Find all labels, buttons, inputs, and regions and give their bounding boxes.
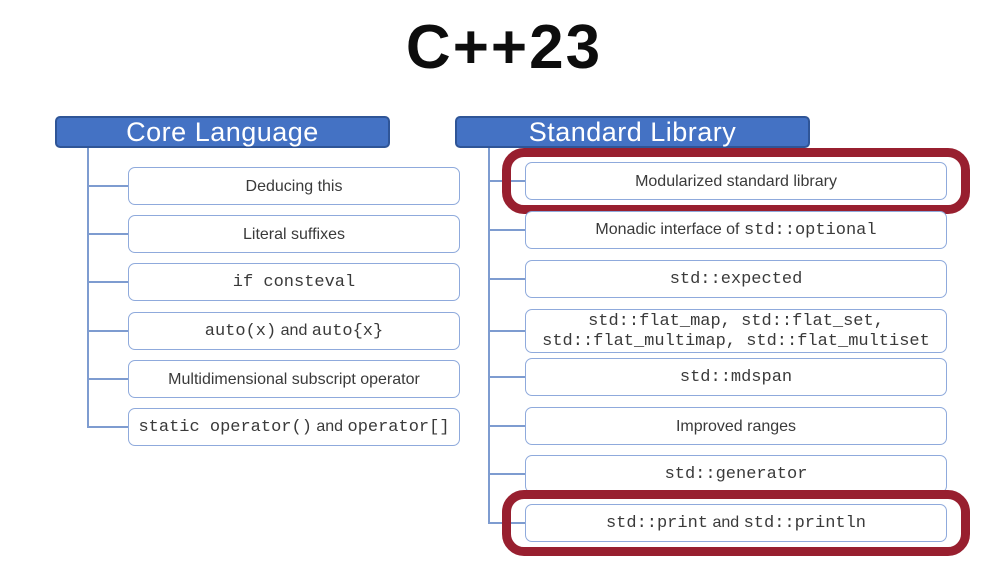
connector-hline [488,180,525,182]
feature-box: Modularized standard library [525,162,947,200]
text-segment: Improved ranges [675,417,797,435]
connector-hline [87,330,128,332]
feature-box: Improved ranges [525,407,947,445]
feature-box: std::print and std::println [525,504,947,542]
text-segment: and [276,322,312,339]
branch-header: Standard Library [455,116,810,148]
text-segment: Monadic interface of [595,221,744,238]
text-segment: std::flat_map, std::flat_set, [588,312,884,331]
connector-hline [87,233,128,235]
text-segment: Modularized standard library [635,172,837,190]
feature-text-line: Improved ranges [676,417,796,436]
feature-box: std::mdspan [525,358,947,396]
text-segment: std::expected [669,270,803,289]
connector-hline [488,473,525,475]
feature-box: Deducing this [128,167,460,205]
feature-text-line: std::flat_map, std::flat_set, [588,311,884,331]
text-segment: std::println [743,514,867,533]
feature-text-line: Deducing this [246,177,343,196]
diagram-title: C++23 [405,13,603,82]
text-segment: auto{x} [311,322,384,341]
feature-box: std::flat_map, std::flat_set,std::flat_m… [525,309,947,353]
text-segment: and [311,418,348,435]
text-segment: Deducing this [245,177,343,195]
feature-text-line: if consteval [233,272,355,292]
text-segment: Literal suffixes [243,225,345,243]
connector-vline [488,148,490,523]
feature-text-line: std::generator [665,464,808,484]
feature-box: Literal suffixes [128,215,460,253]
connector-hline [87,378,128,380]
feature-box: Multidimensional subscript operator [128,360,460,398]
text-segment: static operator() [138,418,312,437]
feature-text-line: std::print and std::println [606,513,866,533]
feature-text-line: std::mdspan [680,367,792,387]
text-segment: std::flat_multimap, std::flat_multiset [542,332,930,351]
text-segment: operator[] [347,418,450,437]
text-segment: if consteval [232,273,356,292]
connector-hline [488,522,525,524]
feature-text-line: auto(x) and auto{x} [205,321,383,341]
connector-hline [87,281,128,283]
feature-box: std::generator [525,455,947,493]
connector-hline [488,376,525,378]
feature-text-line: Literal suffixes [243,225,345,244]
connector-hline [87,185,128,187]
text-segment: auto(x) [204,322,277,341]
feature-text-line: std::flat_multimap, std::flat_multiset [542,331,930,351]
connector-hline [488,229,525,231]
feature-box: std::expected [525,260,947,298]
feature-box: static operator() and operator[] [128,408,460,446]
feature-box: if consteval [128,263,460,301]
feature-text-line: Modularized standard library [635,172,837,191]
feature-text-line: std::expected [670,269,803,289]
branch-header: Core Language [55,116,390,148]
text-segment: Multidimensional subscript operator [168,370,420,388]
feature-box: auto(x) and auto{x} [128,312,460,350]
text-segment: std::optional [743,221,877,240]
text-segment: and [708,514,744,531]
connector-hline [87,426,128,428]
connector-hline [488,425,525,427]
text-segment: std::generator [664,465,808,484]
feature-box: Monadic interface of std::optional [525,211,947,249]
text-segment: std::mdspan [679,368,793,387]
connector-hline [488,330,525,332]
feature-text-line: static operator() and operator[] [138,417,449,437]
feature-text-line: Multidimensional subscript operator [168,370,420,389]
feature-text-line: Monadic interface of std::optional [595,220,876,240]
text-segment: std::print [605,514,708,533]
connector-hline [488,278,525,280]
connector-vline [87,148,89,427]
